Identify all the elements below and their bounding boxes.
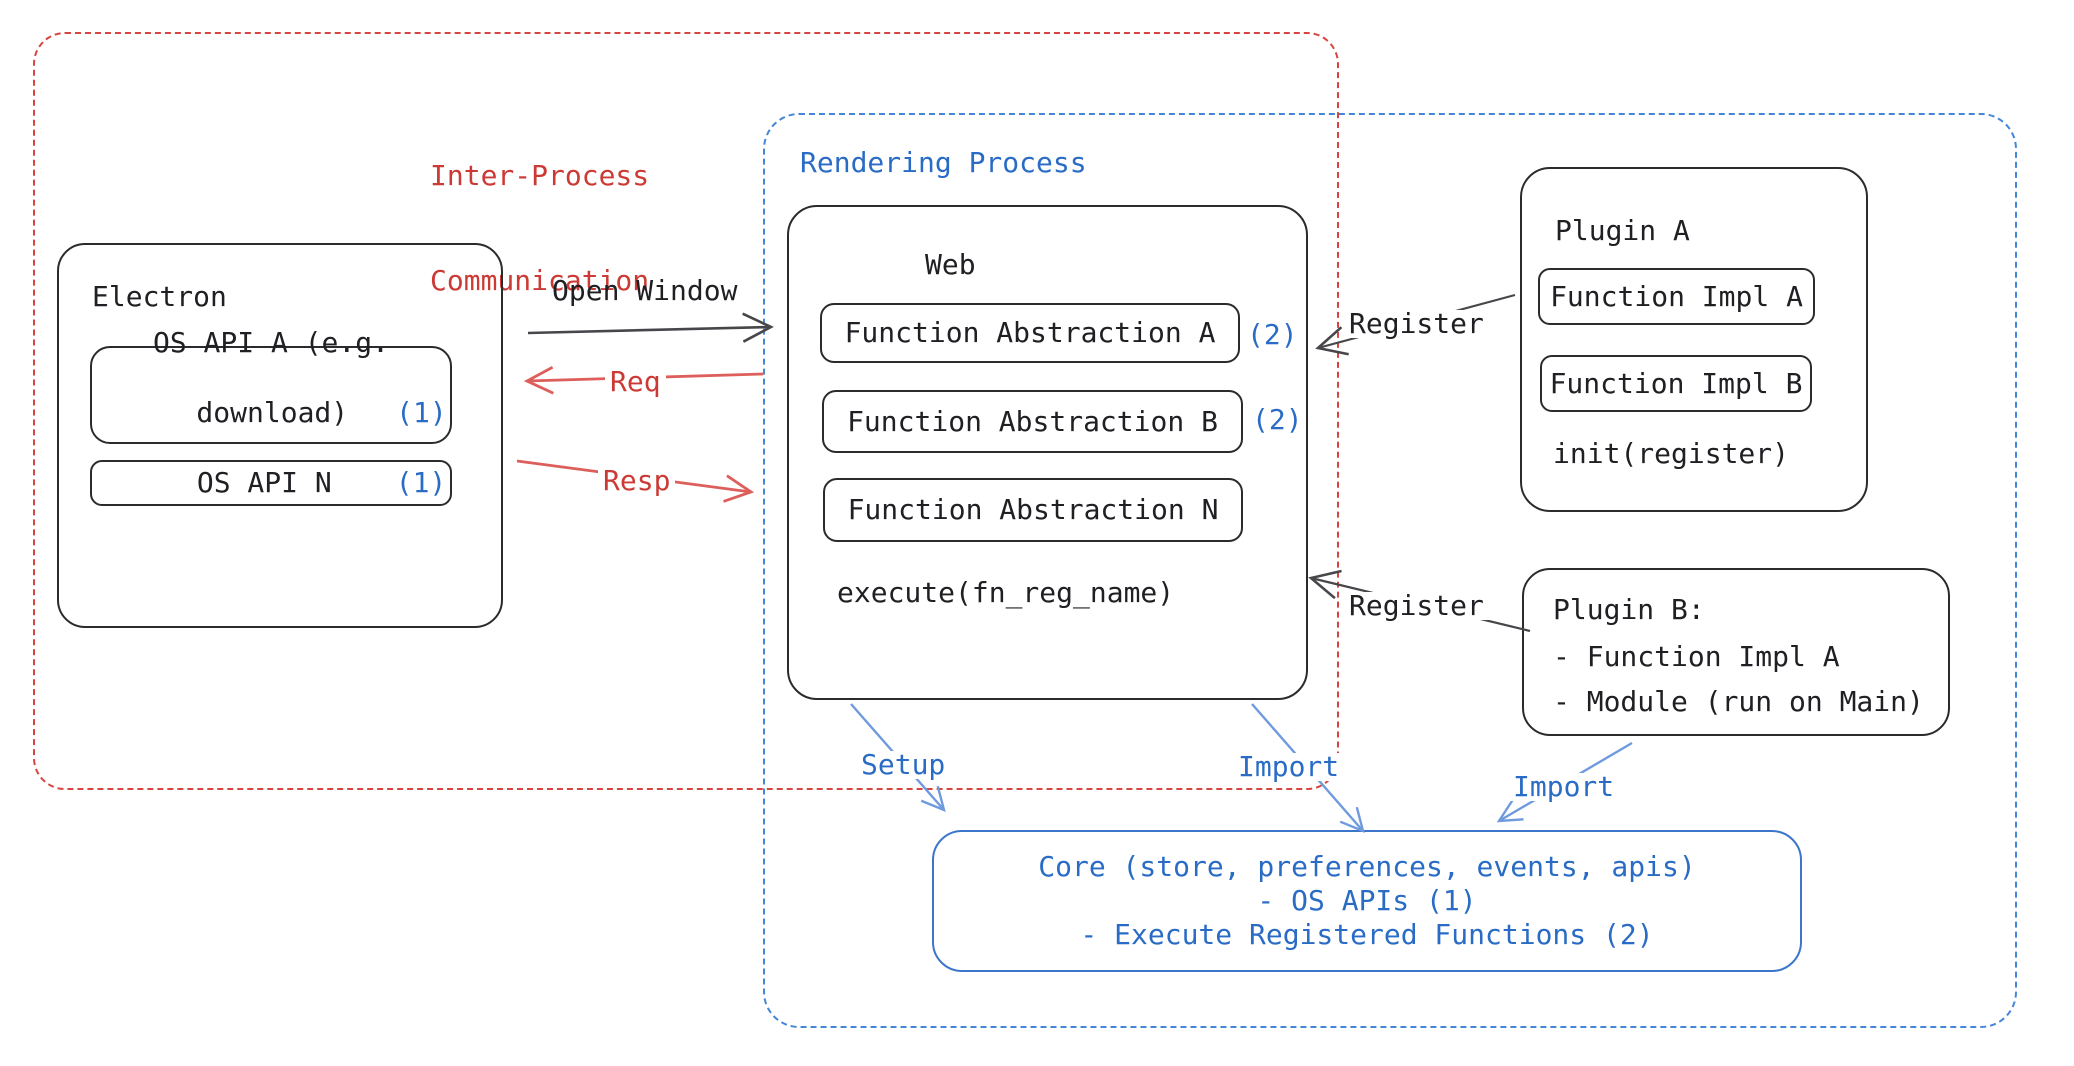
function-abstraction-n-text: Function Abstraction N [847, 493, 1219, 526]
setup-label: Setup [856, 751, 951, 779]
os-api-n-row: OS API N (1) [96, 441, 447, 525]
plugin-a-box [1520, 167, 1868, 512]
plugin-b-title: Plugin B: [1553, 593, 1705, 626]
function-impl-a-text: Function Impl A [1550, 279, 1803, 313]
register-top-label: Register [1344, 310, 1489, 338]
core-line1: Core (store, preferences, events, apis) [1038, 850, 1696, 883]
init-register-text: init(register) [1553, 437, 1790, 470]
import-right-label: Import [1508, 773, 1620, 801]
plugin-b-box [1522, 568, 1950, 736]
rendering-process-label: Rendering Process [800, 146, 1087, 179]
ipc-label-line2: Communication [430, 264, 650, 297]
core-line2: - OS APIs (1) [1257, 884, 1477, 917]
function-abstraction-a-box: Function Abstraction A [820, 303, 1240, 363]
function-abstraction-a-text: Function Abstraction A [844, 316, 1216, 349]
os-api-n-text: OS API N [196, 466, 332, 499]
os-api-a-line2: download) (1) [95, 360, 446, 465]
plugin-b-item2: - Module (run on Main) [1553, 685, 1924, 718]
plugin-b-item1: - Function Impl A [1553, 640, 1840, 673]
os-api-n-box: OS API N (1) [90, 460, 452, 506]
electron-box [57, 243, 503, 628]
ipc-group-box [33, 32, 1339, 790]
plugin-a-title: Plugin A [1555, 214, 1690, 247]
core-line3: - Execute Registered Functions (2) [1080, 918, 1654, 951]
web-box [787, 205, 1308, 700]
rendering-process-group-box [763, 113, 2017, 1028]
os-api-a-box: OS API A (e.g. download) (1) [90, 326, 452, 444]
open-window-label: Open Window [552, 274, 738, 307]
import-mid-label: Import [1233, 753, 1345, 781]
core-box: Core (store, preferences, events, apis) … [932, 830, 1802, 972]
execute-text: execute(fn_reg_name) [837, 576, 1175, 609]
function-abstraction-b-text: Function Abstraction B [847, 404, 1218, 438]
req-label: Req [605, 368, 666, 396]
function-abstraction-n-box: Function Abstraction N [823, 478, 1243, 542]
function-impl-b-box: Function Impl B [1540, 355, 1812, 412]
function-abstraction-b-badge: (2) [1252, 403, 1303, 436]
function-abstraction-b-box: Function Abstraction B [822, 390, 1243, 453]
register-bottom-label: Register [1344, 592, 1489, 620]
ipc-group-label: Inter-Process Communication [430, 88, 649, 368]
function-impl-a-box: Function Impl A [1538, 268, 1815, 325]
os-api-n-badge: (1) [395, 466, 447, 499]
os-api-a-line2-text: download) [196, 396, 349, 429]
web-title: Web [925, 248, 976, 281]
resp-label: Resp [598, 467, 676, 495]
electron-title: Electron [92, 280, 227, 313]
function-impl-b-text: Function Impl B [1549, 366, 1803, 400]
function-abstraction-a-badge: (2) [1247, 318, 1298, 351]
os-api-a-badge: (1) [396, 396, 447, 429]
os-api-a-line1: OS API A (e.g. [152, 326, 389, 359]
ipc-label-line1: Inter-Process [430, 159, 650, 192]
